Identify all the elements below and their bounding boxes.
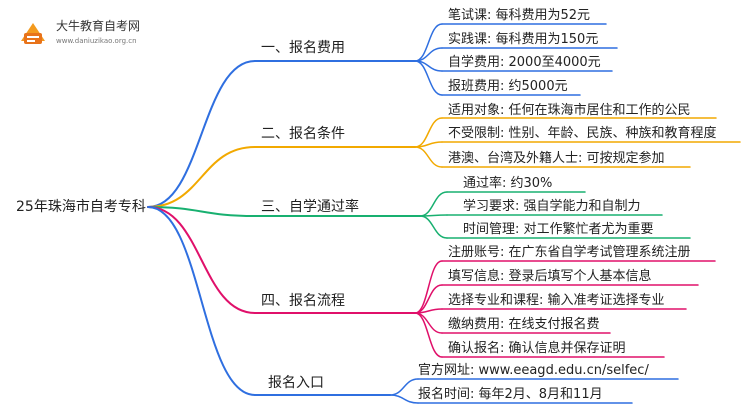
root-connector	[147, 146, 256, 208]
branch-entry: 报名入口	[268, 375, 324, 391]
leaf-pass-rate: 通过率: 约30%	[463, 176, 553, 191]
leaf-connector	[414, 260, 443, 314]
leaf-fill-info: 填写信息: 登录后填写个人基本信息	[448, 269, 652, 284]
branch-pass-rate: 三、自学通过率	[261, 199, 359, 215]
leaf-hk-macau-taiwan: 港澳、台湾及外籍人士: 可按规定参加	[448, 151, 665, 166]
leaf-choose-major: 选择专业和课程: 输入准考证选择专业	[448, 293, 665, 308]
leaf-eligible-target: 适用对象: 任何在珠海市居住和工作的公民	[448, 103, 691, 118]
leaf-connector	[414, 23, 443, 62]
leaf-time-management: 时间管理: 对工作繁忙者尤为重要	[463, 222, 654, 237]
leaf-connector	[414, 141, 443, 148]
leaf-study-requirement: 学习要求: 强自学能力和自制力	[463, 199, 641, 214]
leaf-written-fee: 笔试课: 每科费用为52元	[448, 8, 591, 23]
leaf-official-site: 官方网址: www.eeagd.edu.cn/selfec/	[418, 363, 649, 378]
leaf-connector	[414, 60, 443, 96]
branch-conditions: 二、报名条件	[261, 126, 345, 142]
root-connector	[147, 206, 256, 396]
leaf-connector	[419, 215, 448, 239]
leaf-connector	[414, 312, 443, 358]
leaf-connector	[389, 394, 419, 404]
logo-url: www.daniuzikao.org.cn	[56, 37, 137, 45]
logo-icon	[18, 19, 48, 49]
leaf-connector	[414, 312, 443, 334]
leaf-unrestricted: 不受限制: 性别、年龄、民族、种族和教育程度	[448, 126, 717, 141]
leaf-connector	[414, 146, 443, 168]
leaf-confirm: 确认报名: 确认信息并保存证明	[448, 341, 626, 356]
leaf-connector	[419, 191, 448, 217]
leaf-class-fee: 报班费用: 约5000元	[448, 79, 568, 94]
logo-title: 大牛教育自考网	[56, 19, 141, 33]
leaf-register-account: 注册账号: 在广东省自学考试管理系统注册	[448, 245, 691, 260]
leaf-practice-fee: 实践课: 每科费用为150元	[448, 32, 599, 47]
leaf-pay-fee: 缴纳费用: 在线支付报名费	[448, 317, 600, 332]
leaf-self-study-fee: 自学费用: 2000至4000元	[448, 55, 601, 70]
leaf-connector	[389, 378, 419, 396]
leaf-registration-time: 报名时间: 每年2月、8月和11月	[418, 387, 603, 402]
branch-process: 四、报名流程	[261, 293, 345, 309]
root-connector	[147, 206, 256, 314]
root-connector	[147, 206, 256, 217]
root-connector	[147, 60, 256, 208]
root-topic: 25年珠海市自考专科	[16, 199, 146, 215]
branch-fees: 一、报名费用	[261, 40, 345, 56]
